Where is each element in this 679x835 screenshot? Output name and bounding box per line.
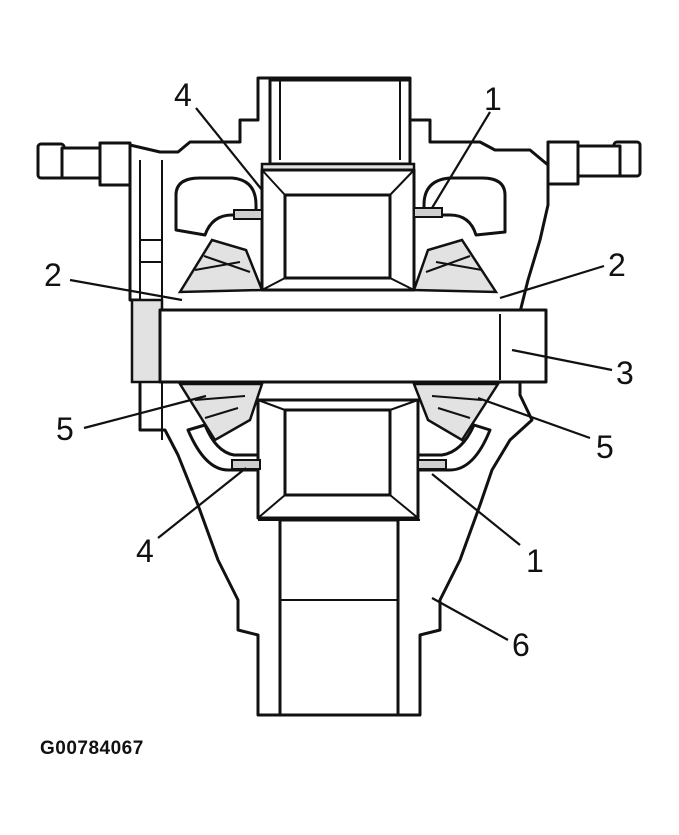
callout-2-right: 2 <box>608 247 626 283</box>
right-flange-tab <box>546 140 642 186</box>
callout-5-left: 5 <box>56 411 74 447</box>
left-flange-tab <box>36 141 132 187</box>
lower-right-chamber <box>416 423 492 472</box>
callout-4-top: 4 <box>174 77 192 113</box>
upper-side-gear-hub <box>260 78 416 292</box>
callout-6: 6 <box>512 627 530 663</box>
upper-left-chamber <box>174 176 258 237</box>
figure-id: G00784067 <box>40 738 144 759</box>
upper-right-chamber <box>422 176 507 237</box>
callout-3: 3 <box>616 355 634 391</box>
lower-right-pinion-gear <box>412 382 501 442</box>
callout-1-bottom: 1 <box>526 543 544 579</box>
differential-case <box>128 76 550 717</box>
pinion-cross-shaft <box>158 308 548 384</box>
callout-2-left: 2 <box>44 257 62 293</box>
upper-right-thrust-washer <box>413 207 443 218</box>
left-flange-face <box>130 160 164 440</box>
upper-left-thrust-washer <box>233 209 263 220</box>
callout-1-top: 1 <box>484 81 502 117</box>
lower-left-thrust-washer <box>231 459 261 470</box>
callout-4-bottom: 4 <box>136 533 154 569</box>
leader-lines <box>69 107 613 641</box>
output-hub <box>258 518 420 717</box>
lower-right-thrust-washer <box>417 459 447 470</box>
lower-side-gear-hub <box>256 398 420 520</box>
lower-left-chamber <box>186 423 260 472</box>
callout-5-right: 5 <box>596 429 614 465</box>
